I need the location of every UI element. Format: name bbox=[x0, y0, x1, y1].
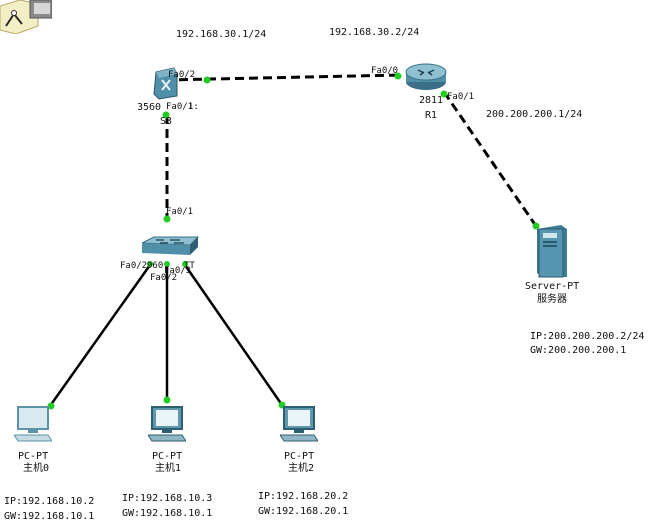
port-label: Fa0/2 bbox=[168, 70, 196, 80]
port-status-dot bbox=[163, 396, 171, 404]
link-switch-pc0 bbox=[48, 264, 152, 407]
pc-gw-note: GW:192.168.10.1 bbox=[4, 511, 95, 522]
device-model-label: 3560 bbox=[137, 102, 162, 113]
port-label: Fa0/3 bbox=[164, 266, 192, 276]
server-ip-note: IP:200.200.200.2/24 bbox=[530, 331, 645, 342]
device-type-label: Server-PT bbox=[525, 281, 580, 292]
port-label-suffix: 1: bbox=[188, 102, 199, 112]
port-label: Fa0/2 bbox=[120, 261, 148, 271]
pc-ip-note: IP:192.168.10.2 bbox=[4, 496, 95, 507]
switch-icon[interactable] bbox=[140, 235, 200, 261]
pc-gw-note: GW:192.168.20.1 bbox=[258, 506, 349, 517]
pc-icon[interactable] bbox=[279, 405, 319, 449]
port-status-dot bbox=[164, 261, 170, 267]
port-label: Fa0/1 bbox=[166, 207, 194, 217]
app-logo-icon bbox=[0, 0, 53, 35]
device-name-label: 主机2 bbox=[288, 463, 315, 474]
device-name-label: 主机1 bbox=[155, 463, 182, 474]
subnet-label: 192.168.30.1/24 bbox=[176, 29, 267, 40]
port-status-dot bbox=[203, 76, 211, 84]
multilayer-switch-icon[interactable] bbox=[152, 66, 178, 104]
port-status-dot bbox=[394, 72, 402, 80]
device-model-label: 960 bbox=[147, 261, 164, 271]
port-label: Fa0/1 bbox=[166, 102, 194, 112]
device-name-label: S3 bbox=[160, 116, 173, 127]
device-type-label: PC-PT bbox=[18, 451, 49, 462]
pc-ip-note: IP:192.168.10.3 bbox=[122, 493, 213, 504]
device-type-label: PC-PT bbox=[284, 451, 315, 462]
link-switch-pc2 bbox=[183, 264, 284, 406]
device-name-label: R1 bbox=[425, 110, 438, 121]
subnet-label: 192.168.30.2/24 bbox=[329, 27, 420, 38]
port-status-dot bbox=[182, 261, 188, 267]
server-gw-note: GW:200.200.200.1 bbox=[530, 345, 627, 356]
pc-icon[interactable] bbox=[13, 405, 53, 449]
port-label: Fa0/0 bbox=[371, 66, 399, 76]
pc-ip-note: IP:192.168.20.2 bbox=[258, 491, 349, 502]
subnet-label: 200.200.200.1/24 bbox=[486, 109, 583, 120]
port-status-dot bbox=[147, 261, 153, 267]
port-status-dot bbox=[47, 402, 55, 410]
port-label: Fa0/2 bbox=[150, 273, 178, 283]
device-model-tail: TT bbox=[184, 261, 195, 271]
port-label: Fa0/1 bbox=[447, 92, 475, 102]
device-name-label: 主机0 bbox=[23, 463, 50, 474]
device-name-label: 服务器 bbox=[537, 294, 567, 305]
link-s3-r1 bbox=[164, 73, 403, 82]
pc-icon[interactable] bbox=[147, 405, 187, 449]
port-status-dot bbox=[162, 111, 170, 119]
router-icon[interactable] bbox=[404, 62, 448, 96]
port-status-dot bbox=[163, 215, 171, 223]
port-status-dot bbox=[440, 90, 448, 98]
port-status-dot bbox=[532, 222, 540, 230]
pc-gw-note: GW:192.168.10.1 bbox=[122, 508, 213, 519]
device-model-label: 2811 bbox=[419, 95, 444, 106]
device-type-label: PC-PT bbox=[152, 451, 183, 462]
server-icon[interactable] bbox=[535, 223, 569, 283]
